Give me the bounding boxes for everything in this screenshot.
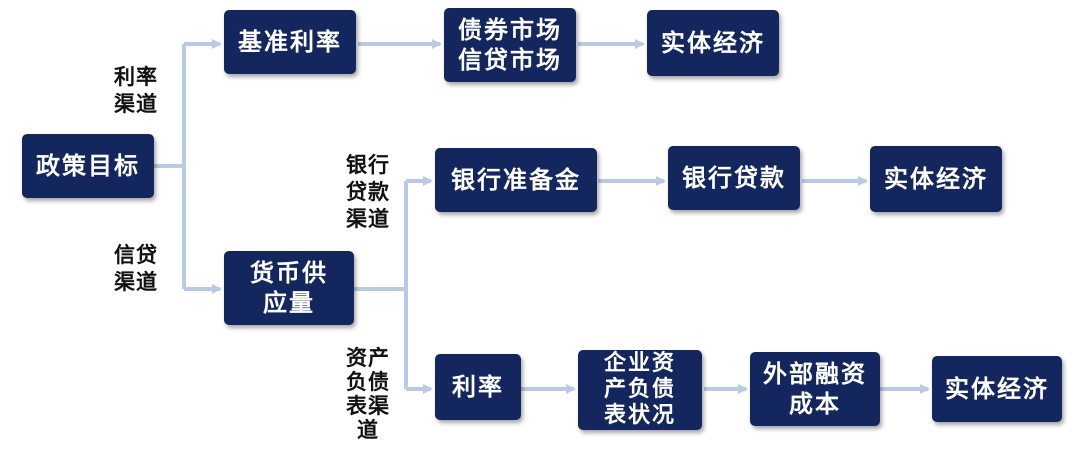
interest-rate-box: 利率: [435, 354, 521, 420]
real-economy-box-2: 实体经济: [870, 146, 1002, 212]
bond-credit-market-box: 债券市场 信贷市场: [444, 8, 576, 82]
policy-goal-box: 政策目标: [22, 134, 154, 198]
rate-channel-label: 利率 渠道: [114, 65, 158, 116]
credit-channel-label: 信贷 渠道: [114, 243, 158, 294]
bank-loans-box: 银行贷款: [668, 146, 800, 210]
balance-sheet-channel-label: 资产 负债 表渠 道: [346, 346, 390, 442]
real-economy-box-1: 实体经济: [647, 10, 779, 76]
bank-loan-channel-label: 银行 贷款 渠道: [346, 153, 390, 231]
real-economy-box-3: 实体经济: [932, 356, 1062, 422]
bank-reserves-box: 银行准备金: [435, 148, 597, 212]
money-supply-box: 货币供 应量: [224, 251, 354, 325]
benchmark-rate-box: 基准利率: [224, 10, 356, 74]
corporate-balance-sheet-box: 企业资 产负债 表状况: [578, 350, 702, 430]
external-financing-cost-box: 外部融资 成本: [750, 352, 880, 426]
